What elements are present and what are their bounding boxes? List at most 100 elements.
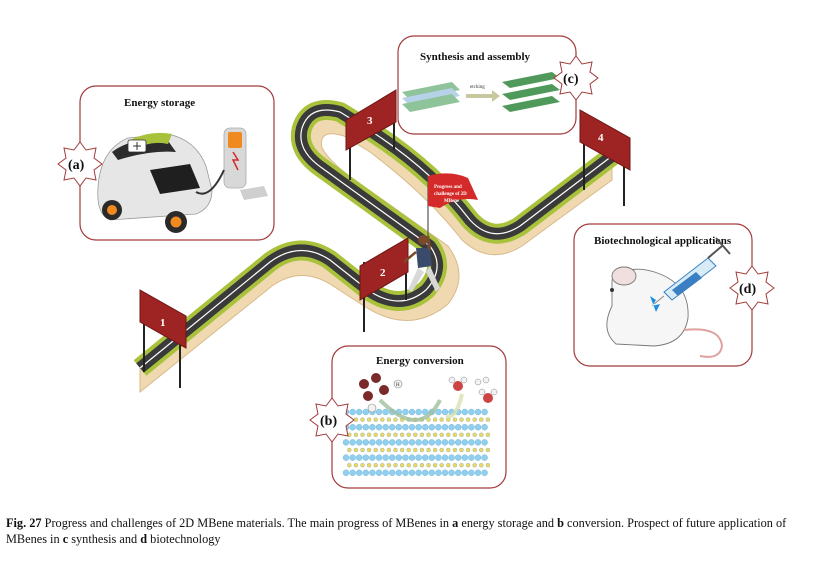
- flag-line-1: Progress and: [434, 185, 462, 190]
- lattice-atom: [402, 408, 409, 416]
- lattice-atom: [435, 424, 442, 431]
- lattice-atom: [439, 432, 444, 437]
- mouse-icon: [606, 266, 724, 358]
- lattice-atom: [452, 417, 458, 422]
- lattice-atom: [380, 432, 385, 437]
- lattice-atom: [439, 463, 444, 468]
- lattice-atom: [481, 424, 488, 431]
- milestone-sign-4: 4: [579, 109, 631, 206]
- lattice-atom: [446, 463, 451, 468]
- badge-a-label: (a): [68, 158, 85, 173]
- lattice-atom: [422, 454, 429, 461]
- lattice-atom: [406, 432, 411, 437]
- lattice-atom: [419, 432, 425, 437]
- lattice-atom: [413, 463, 418, 468]
- lattice-atom: [373, 417, 378, 422]
- lattice-atom: [360, 417, 365, 422]
- lattice-atom: [435, 469, 442, 476]
- lattice-atom: [395, 469, 402, 476]
- lattice-atom: [342, 439, 350, 446]
- lattice-atom: [375, 408, 383, 416]
- lattice-atom: [393, 447, 398, 453]
- lattice-atom: [441, 408, 449, 416]
- lattice-atom: [386, 417, 392, 422]
- lattice-atom: [386, 463, 392, 468]
- lattice-atom: [399, 463, 405, 468]
- lattice-atom: [393, 463, 398, 468]
- lattice-atom: [465, 417, 471, 422]
- lattice-atom: [393, 417, 398, 422]
- lattice-atom: [356, 469, 363, 476]
- lattice-atom: [408, 439, 416, 446]
- lattice-atom: [468, 424, 475, 431]
- lattice-atom: [356, 439, 363, 446]
- lattice-atom: [441, 454, 449, 461]
- caption-key-b: b: [557, 516, 564, 530]
- lattice-atom: [382, 408, 389, 416]
- panel-energy-storage: Energy storage: [79, 85, 275, 241]
- lattice-atom: [366, 463, 372, 468]
- figure-label: Fig. 27: [6, 516, 42, 530]
- lattice-atom: [373, 432, 378, 437]
- bulk-layers-icon: [402, 82, 460, 112]
- lattice-atom: [455, 454, 462, 461]
- lattice-atom: [419, 463, 425, 468]
- lattice-atom: [375, 439, 383, 446]
- reaction-molecules: H: [359, 373, 498, 422]
- lattice-atom: [353, 463, 359, 468]
- lattice-atom: [415, 469, 422, 476]
- lattice-atom: [474, 454, 482, 461]
- caption-text-3: conversion. Prospect of future applicati…: [6, 516, 787, 546]
- lattice-atom: [441, 469, 449, 476]
- lattice-atom: [468, 408, 475, 416]
- lattice-atom: [375, 424, 383, 431]
- lattice-atom: [439, 417, 444, 422]
- badge-d-label: (d): [739, 282, 756, 297]
- lattice-atom: [356, 424, 363, 431]
- lattice-atom: [485, 432, 491, 437]
- lattice-atom: [428, 439, 435, 446]
- lattice-atom: [452, 432, 458, 437]
- lattice-atom: [362, 469, 369, 476]
- lattice-atom: [479, 447, 484, 453]
- lattice-atom: [353, 447, 359, 453]
- lattice-atom: [422, 439, 429, 446]
- lattice-atom: [402, 469, 409, 476]
- lattice-atom: [349, 424, 356, 431]
- lattice-atom: [472, 447, 477, 453]
- lattice-atom: [375, 469, 383, 476]
- lattice-atom: [382, 424, 389, 431]
- lattice-atom: [382, 454, 389, 461]
- panel-biotechnology: Biotechnological applications: [573, 223, 753, 367]
- badge-d: (d): [729, 265, 775, 311]
- lattice-atom: [422, 424, 429, 431]
- lattice-atom: [481, 439, 488, 446]
- flag-line-2: challenge of 2D: [434, 192, 467, 197]
- lattice-atom: [347, 447, 352, 453]
- lattice-atom: [455, 424, 462, 431]
- lattice-atom: [468, 454, 475, 461]
- lattice-atom: [373, 463, 378, 468]
- lattice-atom: [461, 408, 468, 416]
- flag-line-3: MBene: [444, 199, 460, 204]
- lattice-atom: [428, 469, 435, 476]
- lattice-atom: [408, 454, 416, 461]
- lattice-atom: [481, 469, 488, 476]
- lattice-atom: [362, 408, 369, 416]
- lattice-atom: [360, 447, 365, 453]
- lattice-atom: [426, 447, 431, 453]
- lattice-atom: [406, 463, 411, 468]
- lattice-atom: [459, 432, 464, 437]
- lattice-atom: [382, 469, 389, 476]
- caption-text-1: Progress and challenges of 2D MBene mate…: [41, 516, 453, 530]
- lattice-atom: [426, 432, 431, 437]
- lattice-atom: [455, 439, 462, 446]
- lattice-atom: [422, 469, 429, 476]
- lattice-atom: [441, 439, 449, 446]
- lattice-atom: [459, 417, 464, 422]
- lattice-atom: [380, 417, 385, 422]
- lattice-atom: [474, 408, 482, 416]
- lattice-atom: [419, 447, 425, 453]
- lattice-atom: [369, 424, 376, 431]
- lattice-atom: [461, 424, 468, 431]
